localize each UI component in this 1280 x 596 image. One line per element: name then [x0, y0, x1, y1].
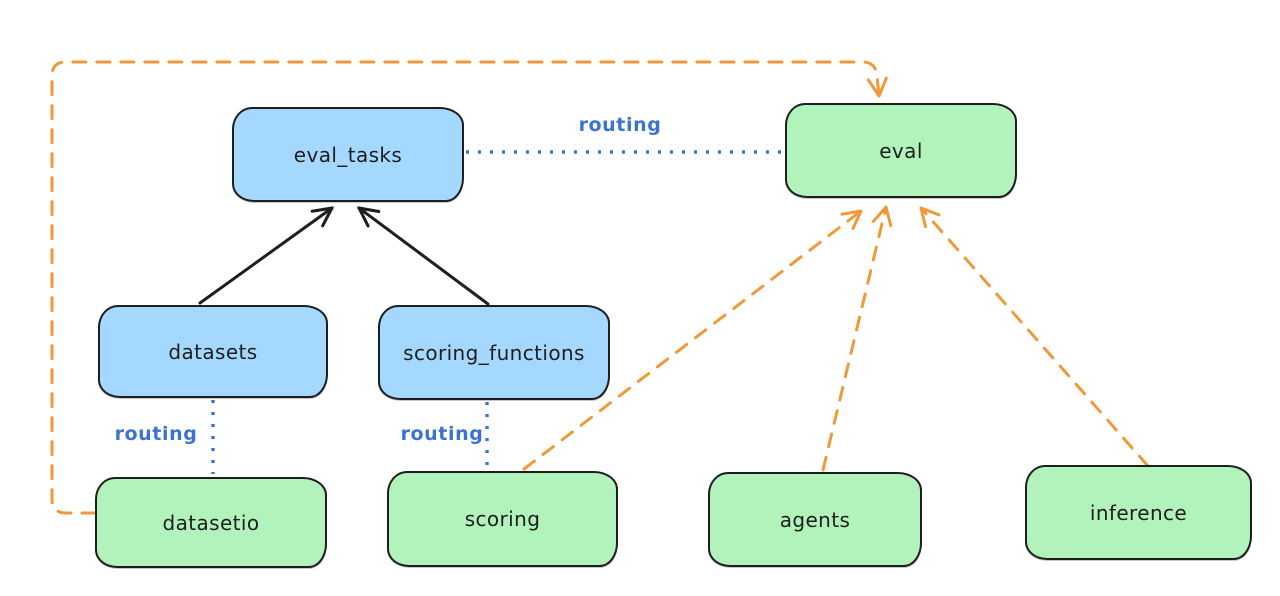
node-datasets: datasets — [98, 305, 328, 398]
edge-datasetio-to-eval-loop — [50, 60, 888, 515]
edge-agents-to-eval — [821, 205, 893, 472]
node-agents: agents — [708, 472, 922, 567]
node-eval-label: eval — [879, 138, 923, 163]
node-datasetio: datasetio — [95, 477, 327, 568]
node-scoring: scoring — [387, 471, 618, 567]
node-datasetio-label: datasetio — [162, 510, 260, 535]
routing-label-datasets-datasetio: routing — [114, 423, 198, 445]
node-datasets-label: datasets — [168, 339, 258, 364]
node-eval-tasks: eval_tasks — [232, 107, 464, 202]
edge-datasets-to-eval-tasks — [198, 206, 335, 305]
node-scoring-label: scoring — [464, 507, 541, 531]
node-eval-tasks-label: eval_tasks — [293, 142, 403, 167]
edge-scoring-functions-to-eval-tasks — [356, 206, 490, 306]
routing-label-scoring-functions-scoring: routing — [400, 423, 484, 445]
node-scoring-functions: scoring_functions — [378, 305, 610, 400]
node-agents-label: agents — [779, 507, 851, 532]
node-inference: inference — [1025, 465, 1252, 560]
node-eval: eval — [785, 103, 1017, 198]
edge-scoring-to-eval — [522, 209, 863, 471]
node-inference-label: inference — [1089, 500, 1188, 525]
edge-inference-to-eval — [919, 206, 1150, 468]
node-scoring-functions-label: scoring_functions — [403, 340, 585, 365]
routing-label-eval-tasks-eval: routing — [578, 114, 662, 136]
